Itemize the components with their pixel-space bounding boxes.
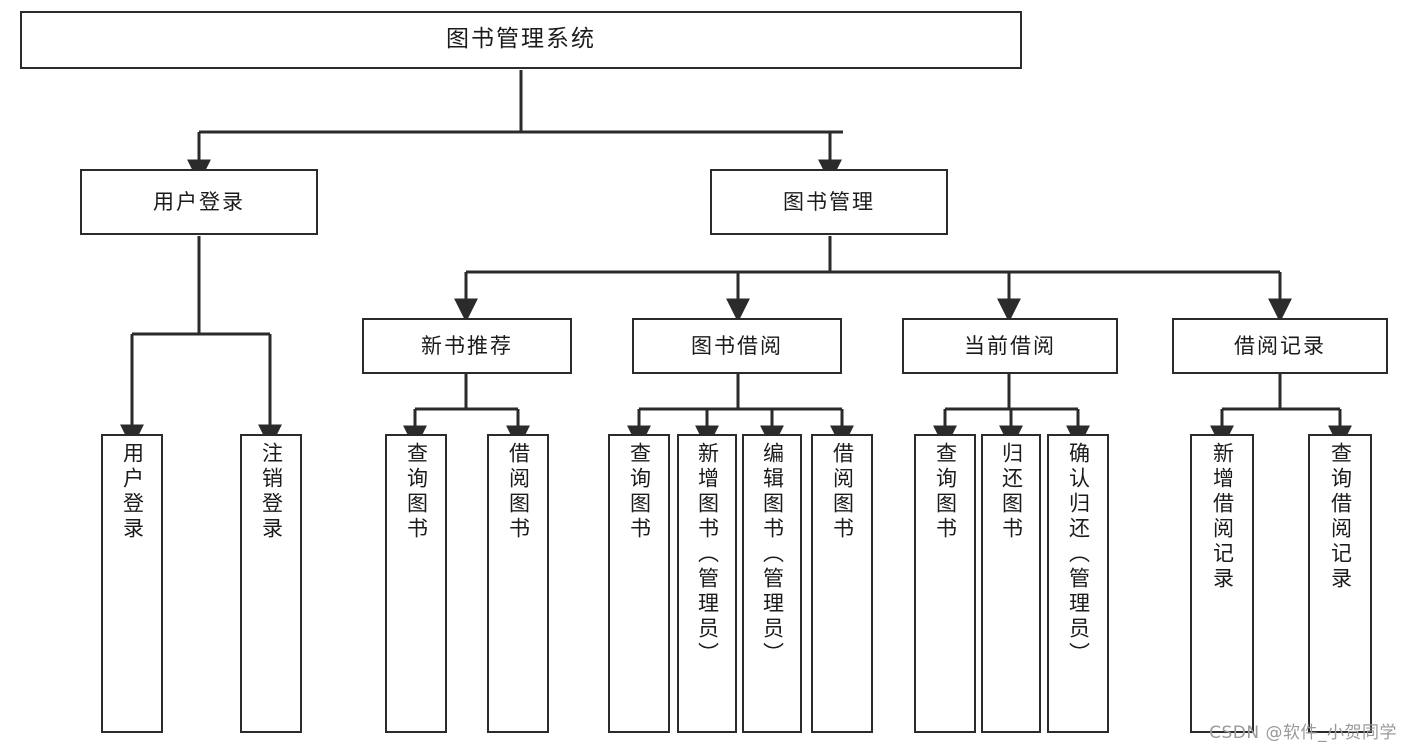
node-label: 查询图书 [404, 442, 429, 542]
node-label: 用户登录 [153, 189, 245, 214]
node-label: 新增图书（管理员） [695, 442, 720, 667]
leaf-current-return-book[interactable]: 归还图书 [981, 434, 1041, 733]
leaf-borrow-query-book[interactable]: 查询图书 [608, 434, 670, 733]
leaf-user-logout[interactable]: 注销登录 [240, 434, 302, 733]
node-label: 确认归还（管理员） [1066, 442, 1091, 667]
node-label: 当前借阅 [964, 333, 1056, 358]
leaf-borrow-edit-book-admin[interactable]: 编辑图书（管理员） [742, 434, 802, 733]
node-label: 用户登录 [120, 442, 145, 542]
node-label: 图书借阅 [691, 333, 783, 358]
node-label: 归还图书 [999, 442, 1024, 542]
node-label: 借阅图书 [506, 442, 531, 542]
node-label: 图书管理 [783, 189, 875, 214]
node-borrow-record[interactable]: 借阅记录 [1172, 318, 1388, 374]
node-label: 编辑图书（管理员） [760, 442, 785, 667]
node-label: 图书管理系统 [446, 26, 596, 53]
leaf-record-add-record[interactable]: 新增借阅记录 [1190, 434, 1254, 733]
node-label: 新增借阅记录 [1210, 442, 1235, 592]
leaf-borrow-add-book-admin[interactable]: 新增图书（管理员） [677, 434, 737, 733]
leaf-current-query-book[interactable]: 查询图书 [914, 434, 976, 733]
node-label: 借阅图书 [830, 442, 855, 542]
leaf-current-confirm-return-admin[interactable]: 确认归还（管理员） [1047, 434, 1109, 733]
leaf-user-login[interactable]: 用户登录 [101, 434, 163, 733]
leaf-recommend-query-book[interactable]: 查询图书 [385, 434, 447, 733]
node-label: 新书推荐 [421, 333, 513, 358]
node-user-login[interactable]: 用户登录 [80, 169, 318, 235]
node-current-borrow[interactable]: 当前借阅 [902, 318, 1118, 374]
watermark-text: CSDN @软件_小贺同学 [1209, 723, 1397, 743]
leaf-borrow-borrow-book[interactable]: 借阅图书 [811, 434, 873, 733]
node-label: 借阅记录 [1234, 333, 1326, 358]
node-book-borrow[interactable]: 图书借阅 [632, 318, 842, 374]
node-book-management[interactable]: 图书管理 [710, 169, 948, 235]
node-root-system[interactable]: 图书管理系统 [20, 11, 1022, 69]
node-label: 查询图书 [627, 442, 652, 542]
node-new-book-recommend[interactable]: 新书推荐 [362, 318, 572, 374]
node-label: 查询借阅记录 [1328, 442, 1353, 592]
leaf-recommend-borrow-book[interactable]: 借阅图书 [487, 434, 549, 733]
node-label: 注销登录 [259, 442, 284, 542]
node-label: 查询图书 [933, 442, 958, 542]
leaf-record-query-record[interactable]: 查询借阅记录 [1308, 434, 1372, 733]
